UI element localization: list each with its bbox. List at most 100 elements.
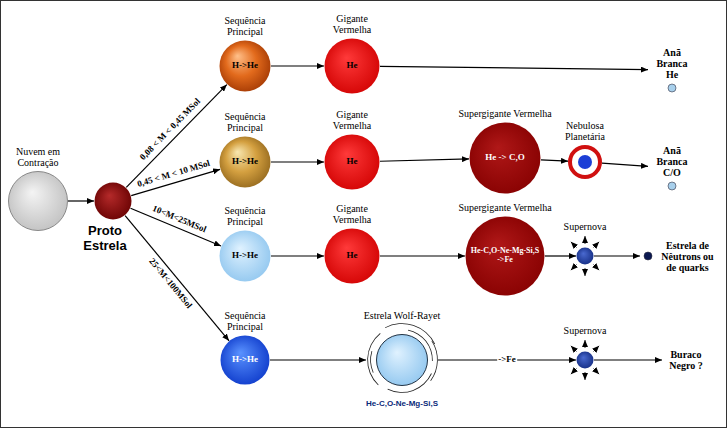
evolution-arrow bbox=[68, 200, 94, 201]
blast-ray bbox=[585, 372, 586, 380]
nebula-core bbox=[578, 155, 592, 169]
stage-heading: Nebulosa Planetária bbox=[554, 120, 616, 142]
stage-heading: Sequência Principal bbox=[213, 111, 277, 133]
core-text: H->He bbox=[232, 251, 258, 261]
core-text: H->He bbox=[232, 61, 258, 71]
fusion-label: H->He bbox=[232, 61, 258, 71]
star-node: H->HeSequência Principal bbox=[219, 136, 271, 188]
star-disc bbox=[221, 336, 270, 385]
star-node: HeGigante Vermelha bbox=[324, 228, 380, 284]
mass-range-label: 25<M<100MSol bbox=[146, 256, 194, 311]
evolution-arrow bbox=[545, 255, 576, 256]
remnant-node: Estrela de Nêutrons ou de quarks bbox=[640, 238, 720, 275]
fusion-label: H->He bbox=[232, 157, 258, 167]
stage-heading: He-C,O-Ne-Mg-Si,S bbox=[342, 399, 462, 408]
star-node: H->HeSequência Principal bbox=[219, 40, 271, 92]
blast-ray bbox=[585, 236, 586, 244]
stage-label: Anã Branca He bbox=[650, 47, 694, 80]
star-node: Nuvem em Contração bbox=[8, 171, 68, 231]
stage-heading: Estrela Wolf-Rayet bbox=[342, 310, 462, 321]
remnant-dot bbox=[666, 180, 678, 192]
wind-shell bbox=[370, 351, 373, 373]
core-text: H->He bbox=[232, 157, 258, 167]
star-disc bbox=[325, 39, 380, 94]
stage-heading: Sequência Principal bbox=[213, 310, 277, 332]
stage-heading: Supergigante Vermelha bbox=[435, 202, 575, 213]
evolution-arrow bbox=[594, 359, 662, 360]
wind-shell bbox=[367, 333, 380, 385]
stage-heading: Proto Estrela bbox=[70, 223, 140, 253]
star-node: HeGigante Vermelha bbox=[324, 38, 380, 94]
star-node: HeGigante Vermelha bbox=[324, 134, 380, 190]
stage-heading: Supergigante Vermelha bbox=[435, 108, 575, 119]
evolution-arrow bbox=[380, 255, 465, 256]
evolution-arrow bbox=[602, 163, 648, 166]
mass-range-label: 10<M<25MSol bbox=[150, 204, 209, 236]
core-text: H->He bbox=[232, 355, 258, 365]
wind-shell bbox=[430, 341, 438, 381]
stage-label: Estrela de Nêutrons ou de quarks bbox=[657, 240, 718, 273]
nebula-ring bbox=[570, 147, 600, 177]
wind-shell bbox=[387, 373, 431, 392]
remnant-dot bbox=[666, 82, 678, 94]
remnant-dot bbox=[668, 84, 676, 92]
core-text: He -> C,O bbox=[485, 153, 524, 163]
fusion-label: He -> C,O bbox=[485, 153, 524, 163]
star-node: Nebulosa Planetária bbox=[568, 145, 602, 179]
star-shape bbox=[8, 171, 68, 231]
evolution-arrow bbox=[541, 160, 568, 161]
stage-heading: Gigante Vermelha bbox=[320, 109, 384, 131]
stage-label: Anã Branca C/O bbox=[650, 145, 694, 178]
core-text: He-C,O-Ne-Mg-Si,S->Fe bbox=[471, 247, 539, 265]
stage-heading: Sequência Principal bbox=[213, 15, 277, 37]
fusion-label: He bbox=[347, 61, 358, 71]
stage-heading: Gigante Vermelha bbox=[320, 13, 384, 35]
blast-ray bbox=[585, 268, 586, 276]
blast-ray bbox=[593, 264, 599, 270]
fusion-label: He-C,O-Ne-Mg-Si,S bbox=[471, 247, 539, 256]
evolution-arrow bbox=[271, 161, 324, 162]
star-disc bbox=[220, 41, 271, 92]
star-shape bbox=[568, 145, 602, 179]
star-node: He -> C,OSupergigante Vermelha bbox=[469, 122, 541, 194]
star-disc bbox=[577, 248, 594, 265]
blast-ray bbox=[571, 264, 577, 270]
blast-ray bbox=[585, 340, 586, 348]
remnant-dot bbox=[644, 252, 652, 260]
core-text: He bbox=[347, 251, 358, 261]
star-shape bbox=[376, 334, 428, 386]
star-disc bbox=[220, 231, 271, 282]
star-shape bbox=[94, 182, 132, 220]
star-disc bbox=[325, 229, 380, 284]
stage-heading: Supernova bbox=[550, 221, 620, 232]
evolution-arrow bbox=[380, 66, 648, 69]
wind-shell bbox=[385, 323, 435, 344]
core-text: He bbox=[347, 157, 358, 167]
wind-shell bbox=[408, 330, 433, 361]
evolution-arrow bbox=[594, 255, 640, 256]
star-node: H->HeSequência Principal bbox=[220, 335, 270, 385]
evolution-arrow bbox=[271, 65, 324, 66]
remnant-node: Buraco Negro ? bbox=[662, 347, 710, 373]
blast-ray bbox=[593, 242, 599, 248]
star-disc bbox=[9, 172, 68, 231]
evolution-arrow bbox=[270, 359, 366, 360]
blast-ray bbox=[571, 346, 577, 352]
stage-heading: Gigante Vermelha bbox=[320, 203, 384, 225]
star-node: He-C,O-Ne-Mg-Si,S->FeSupergigante Vermel… bbox=[465, 216, 545, 296]
remnant-dot bbox=[668, 182, 676, 190]
star-node: Supernova bbox=[576, 247, 594, 265]
star-disc bbox=[95, 183, 132, 220]
evolution-arrow bbox=[271, 255, 324, 256]
star-disc bbox=[325, 135, 380, 190]
star-disc bbox=[220, 137, 271, 188]
evolution-arrow bbox=[125, 216, 229, 341]
stage-heading: Nuvem em Contração bbox=[2, 146, 74, 168]
fusion-label: ->Fe bbox=[497, 256, 513, 265]
star-node: Proto Estrela bbox=[94, 182, 132, 220]
star-disc bbox=[377, 335, 428, 386]
star-shape bbox=[576, 247, 594, 265]
fusion-label: He bbox=[347, 251, 358, 261]
stage-heading: Sequência Principal bbox=[213, 205, 277, 227]
